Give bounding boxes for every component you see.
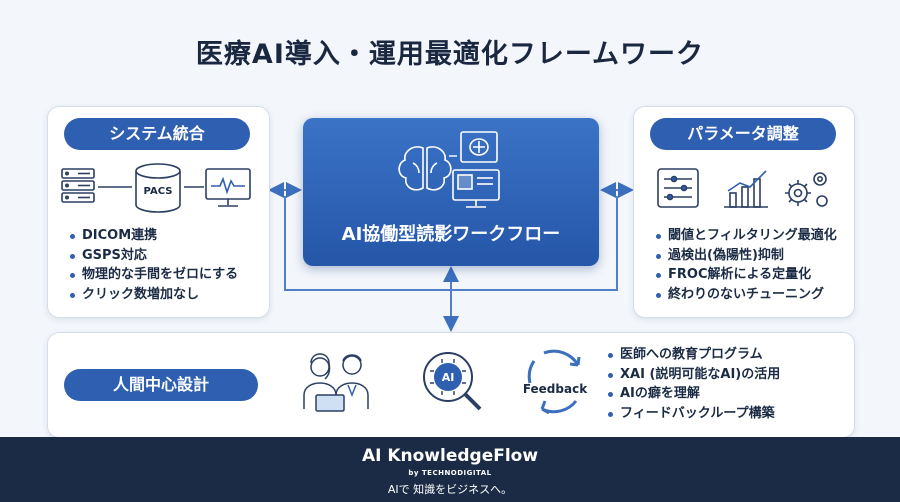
parameter-tuning-panel: パラメータ調整 閾値とフィルタリング最適化 過検出 [633,106,855,318]
footer-brand: AI KnowledgeFlow [361,446,539,466]
list-item: FROC解析による定量化 [654,265,837,285]
system-icons: PACS [61,163,251,213]
list-item: 終わりのないチューニング [654,285,837,305]
list-item: フィードバックループ構築 [606,404,780,424]
feedback-label: Feedback [523,382,588,396]
list-item: 医師への教育プログラム [606,345,780,365]
ai-workflow-icons [398,131,500,208]
list-item: DICOM連携 [68,226,238,246]
ai-magnifier-icon [423,352,482,411]
pacs-label: PACS [144,186,173,197]
ai-workflow-label: AI協働型読影ワークフロー [341,224,561,245]
list-item: クリック数増加なし [68,285,238,305]
parameter-tuning-list: 閾値とフィルタリング最適化 過検出(偽陽性)抑制 FROC解析による定量化 終わ… [654,226,837,304]
footer-byline: by TECHNODIGITAL [408,469,492,477]
doctors-icon [303,353,369,412]
footer: AI KnowledgeFlow by TECHNODIGITAL AIで 知識… [0,437,900,502]
list-item: 物理的な手間をゼロにする [68,265,238,285]
feedback-cycle-icon [527,349,581,415]
bar-chart-icon [724,170,768,208]
human-centered-heading: 人間中心設計 [64,369,258,401]
ai-workflow-panel: AI協働型読影ワークフロー [303,118,599,266]
page-title: 医療AI導入・運用最適化フレームワーク [195,39,705,70]
brain-icon [398,146,452,191]
human-centered-panel: 人間中心設計 AI Feedback 医師への教育プログ [47,332,855,438]
ai-badge-label: AI [442,371,455,384]
sliders-icon [657,168,699,208]
gears-icon [785,172,828,207]
footer-tagline: AIで 知識をビジネスへ。 [387,483,513,496]
pacs-database-icon [135,163,181,213]
system-integration-list: DICOM連携 GSPS対応 物理的な手間をゼロにする クリック数増加なし [68,226,238,304]
system-integration-panel: システム統合 PACS DICOM連携 GSPS対応 物 [47,106,270,318]
parameter-tuning-heading: パラメータ調整 [650,118,836,150]
monitor-icon [205,168,251,207]
list-item: AIの癖を理解 [606,384,780,404]
human-centered-icons: AI Feedback [303,349,588,415]
human-centered-list: 医師への教育プログラム XAI (説明可能なAI)の活用 AIの癖を理解 フィー… [606,345,780,423]
list-item: GSPS対応 [68,246,238,266]
tuning-icons [657,168,828,208]
scan-frame-icon [460,131,498,163]
list-item: 過検出(偽陽性)抑制 [654,246,837,266]
list-item: 閾値とフィルタリング最適化 [654,226,837,246]
server-icon [61,168,95,203]
workstation-icon [452,169,500,208]
list-item: XAI (説明可能なAI)の活用 [606,365,780,385]
system-integration-heading: システム統合 [64,118,250,150]
